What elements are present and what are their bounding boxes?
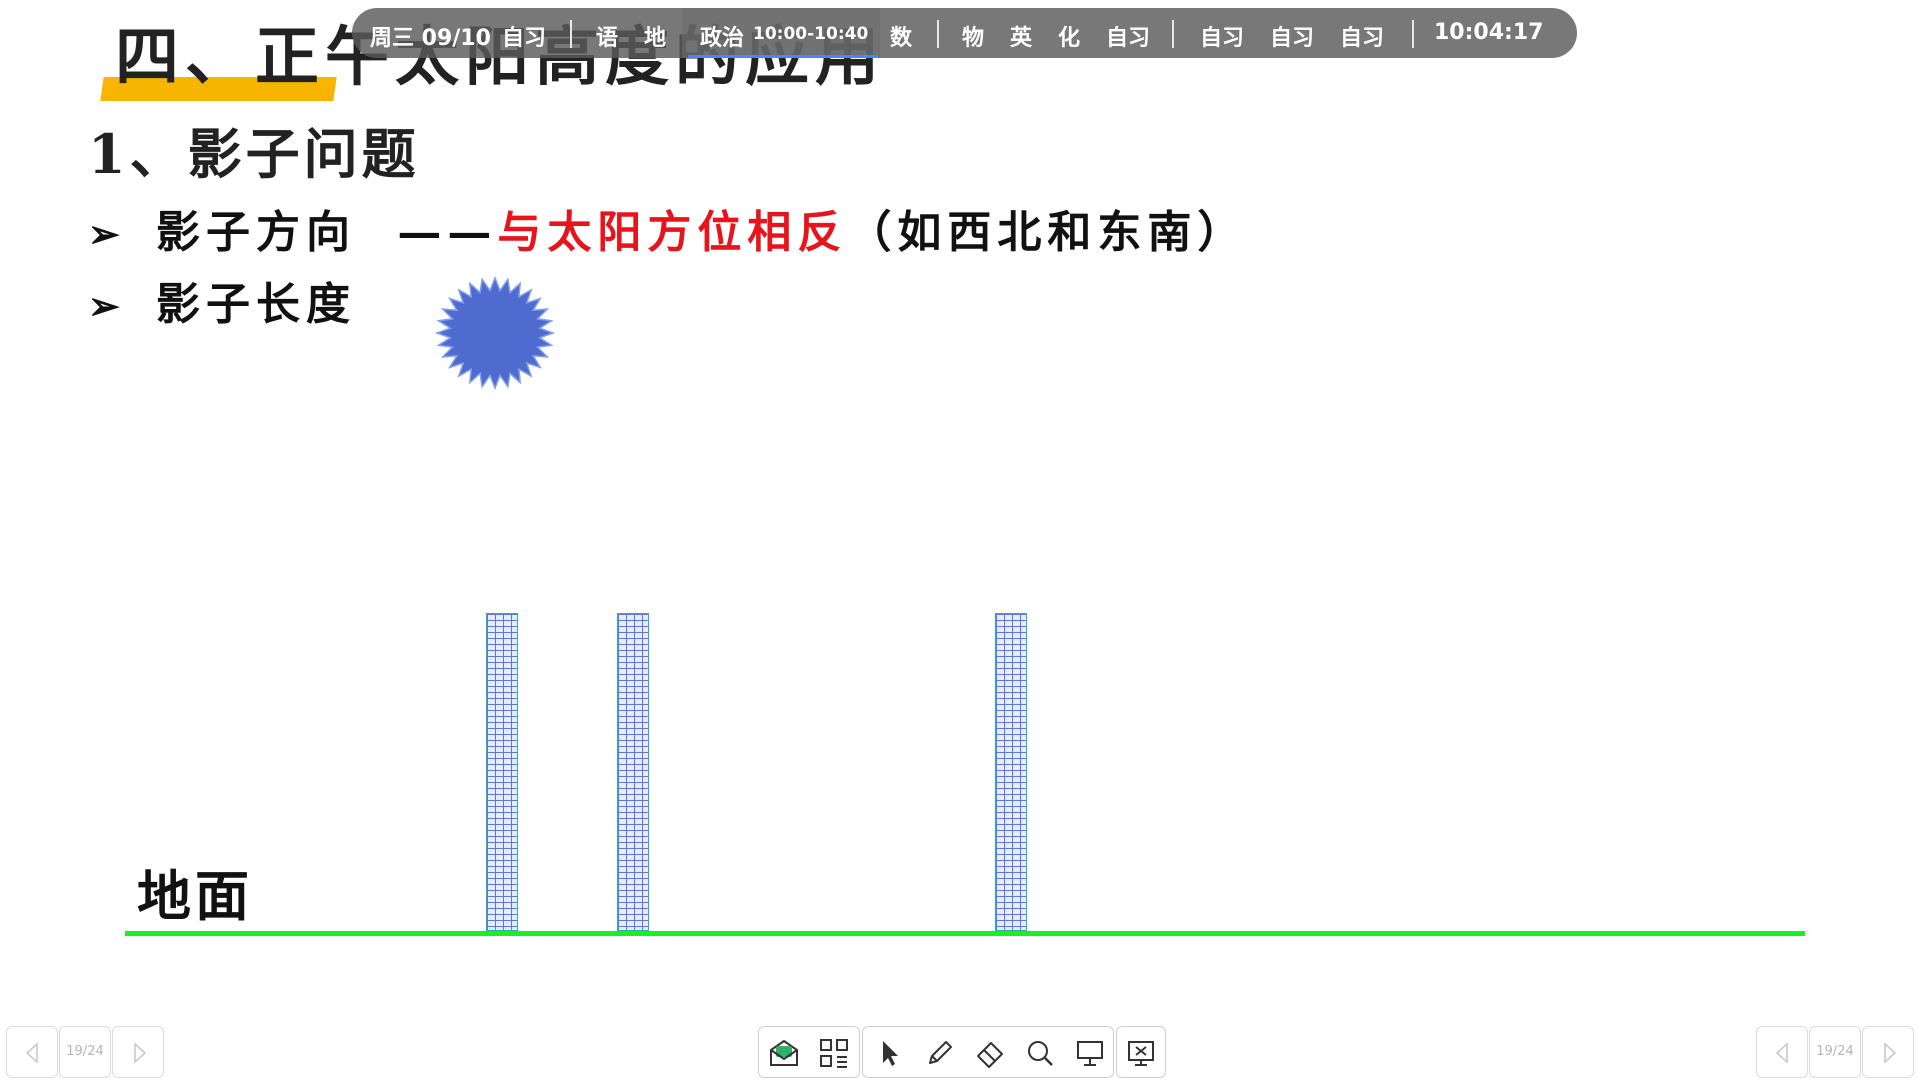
bullet-label: 影子长度 bbox=[156, 279, 356, 330]
toolbar-group-tools bbox=[862, 1026, 1114, 1078]
message-icon bbox=[770, 1039, 798, 1066]
toolbar-group-exit bbox=[1116, 1026, 1166, 1078]
pole-1[interactable] bbox=[486, 613, 518, 931]
schedule-separator bbox=[1172, 20, 1174, 48]
schedule-date: 周三 09/10 bbox=[370, 26, 491, 51]
bullet-arrow-icon: ➢ bbox=[88, 211, 126, 256]
schedule-item: 自习 bbox=[1340, 26, 1385, 51]
class-schedule-bar: 周三 09/10 自习 语 地 政治 10:00-10:40 数 物 英 化 自… bbox=[352, 8, 1577, 58]
schedule-item: 语 bbox=[596, 26, 619, 51]
schedule-separator bbox=[1412, 20, 1414, 48]
presentation-icon bbox=[1077, 1041, 1103, 1066]
eraser-icon bbox=[977, 1042, 1003, 1068]
schedule-clock: 10:04:17 bbox=[1434, 20, 1544, 45]
chevron-right-icon bbox=[1884, 1042, 1897, 1064]
pole-2[interactable] bbox=[617, 613, 649, 931]
schedule-current-time: 10:00-10:40 bbox=[753, 24, 869, 44]
ground-label: 地面 bbox=[137, 864, 253, 928]
message-button[interactable] bbox=[767, 1036, 801, 1070]
sun-icon[interactable] bbox=[430, 274, 560, 392]
schedule-item: 地 bbox=[644, 26, 667, 51]
schedule-item: 物 bbox=[962, 26, 985, 51]
pen-button[interactable] bbox=[923, 1036, 957, 1070]
chevron-right-icon bbox=[134, 1042, 147, 1064]
search-icon bbox=[1028, 1041, 1053, 1066]
search-button[interactable] bbox=[1023, 1036, 1057, 1070]
eraser-button[interactable] bbox=[973, 1036, 1007, 1070]
bullet-shadow-direction: ➢ 影子方向 ——与太阳方位相反（如西北和东南） bbox=[88, 196, 1247, 260]
pen-icon bbox=[929, 1041, 952, 1064]
pointer-icon bbox=[883, 1041, 898, 1066]
qr-grid-icon bbox=[820, 1039, 848, 1068]
chevron-left-icon bbox=[25, 1042, 38, 1064]
bullet-note: （如西北和东南） bbox=[847, 207, 1248, 258]
schedule-separator bbox=[570, 20, 572, 48]
ground-line bbox=[125, 931, 1805, 936]
bullet-highlight: 与太阳方位相反 bbox=[497, 207, 848, 258]
next-page-button[interactable] bbox=[112, 1026, 164, 1078]
schedule-separator bbox=[937, 20, 939, 48]
bullet-shadow-length: ➢ 影子长度 bbox=[88, 268, 356, 332]
schedule-item: 数 bbox=[890, 26, 913, 51]
schedule-item: 自习 bbox=[502, 26, 547, 51]
current-period-highlight bbox=[682, 8, 880, 58]
exit-button[interactable] bbox=[1124, 1036, 1158, 1070]
toolbar-group-apps bbox=[758, 1026, 860, 1078]
bullet-label: 影子方向 bbox=[156, 207, 356, 258]
schedule-item: 英 bbox=[1010, 26, 1033, 51]
current-period-progress bbox=[688, 55, 878, 58]
bullet-arrow-icon: ➢ bbox=[88, 283, 126, 328]
pole-3[interactable] bbox=[995, 613, 1027, 931]
slide-subtitle: 1、影子问题 bbox=[88, 122, 420, 186]
pointer-button[interactable] bbox=[873, 1036, 907, 1070]
prev-page-button-right[interactable] bbox=[1756, 1026, 1808, 1078]
exit-icon bbox=[1128, 1041, 1154, 1066]
prev-page-button[interactable] bbox=[6, 1026, 58, 1078]
page-indicator-right: 19/24 bbox=[1809, 1026, 1861, 1078]
presentation-button[interactable] bbox=[1073, 1036, 1107, 1070]
bullet-dash: —— bbox=[397, 207, 498, 258]
schedule-item: 自习 bbox=[1200, 26, 1245, 51]
schedule-item: 自习 bbox=[1270, 26, 1315, 51]
next-page-button-right[interactable] bbox=[1862, 1026, 1914, 1078]
schedule-item: 自习 bbox=[1106, 26, 1151, 51]
qr-grid-button[interactable] bbox=[817, 1036, 851, 1070]
chevron-left-icon bbox=[1775, 1042, 1788, 1064]
schedule-item-current: 政治 bbox=[700, 26, 745, 51]
page-indicator: 19/24 bbox=[59, 1026, 111, 1078]
schedule-item: 化 bbox=[1058, 26, 1081, 51]
